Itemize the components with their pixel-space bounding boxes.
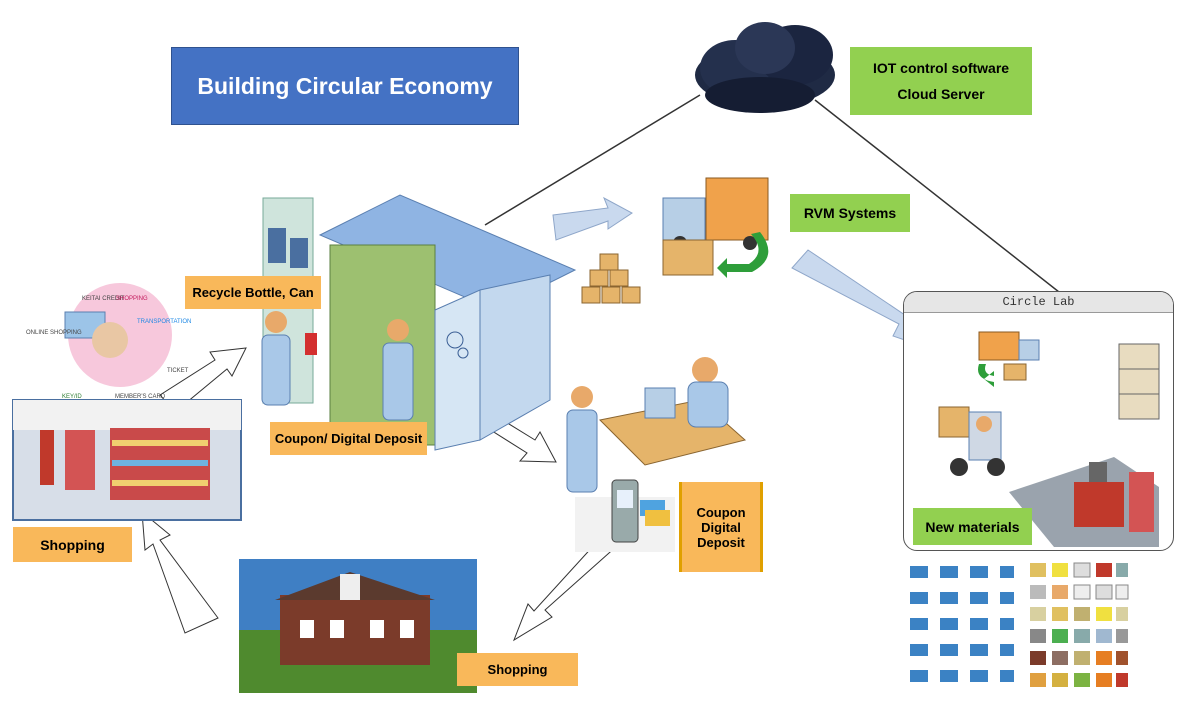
ring-label-transport: TRANSPORTATION	[137, 319, 191, 325]
iot-label-line2: Cloud Server	[897, 86, 985, 102]
payment-ring-illustration	[64, 283, 172, 387]
ring-label-ticket: TICKET	[167, 368, 189, 374]
electronics-icons-grid	[910, 566, 1014, 682]
arrow-to-supermarket	[141, 510, 219, 634]
arrow-to-truck	[552, 196, 633, 241]
ring-label-member: MEMBER'S CARD	[115, 394, 166, 400]
iot-cloud-label: IOT control software Cloud Server	[850, 47, 1032, 115]
person-at-kiosk-illustration	[382, 319, 414, 421]
circle-lab-illustrations	[938, 331, 1160, 547]
circle-lab-title: Circle Lab	[904, 292, 1173, 313]
server-icon	[1118, 343, 1160, 420]
new-materials-label: New materials	[913, 508, 1032, 545]
clothing-icons-grid	[1030, 562, 1129, 687]
diagram-title: Building Circular Economy	[171, 47, 519, 125]
shopping-label-bottom: Shopping	[457, 653, 578, 686]
new-materials-text: New materials	[925, 518, 1020, 535]
extruder-machine-icon	[1009, 457, 1159, 547]
shopping-left-text: Shopping	[40, 536, 105, 553]
phone-payment-illustration	[575, 479, 675, 552]
person-recycling-illustration	[261, 311, 317, 406]
coupon-line2: Digital	[701, 519, 741, 535]
coupon-desk-illustration	[566, 357, 747, 493]
boxes-illustration	[581, 253, 641, 304]
ring-label-keitai: KEITAI CREDIT	[82, 296, 125, 302]
ring-label-online: ONLINE SHOPPING	[26, 330, 82, 336]
coupon-line3: Deposit	[697, 534, 745, 550]
shopping-label-left: Shopping	[13, 527, 132, 562]
circle-lab-panel: Circle Lab	[903, 291, 1174, 551]
recycle-label-text: Recycle Bottle, Can	[192, 285, 314, 300]
house-photo	[239, 559, 477, 693]
ring-label-key: KEY/ID	[62, 394, 82, 400]
rvm-systems-label: RVM Systems	[790, 194, 910, 232]
cloud-icon	[695, 22, 835, 113]
truck-illustration	[662, 177, 769, 278]
supermarket-photo	[12, 399, 242, 521]
shopping-bottom-text: Shopping	[487, 662, 548, 677]
coupon-deposit-label: Coupon/ Digital Deposit	[270, 422, 427, 455]
forklift-icon	[938, 406, 1005, 476]
ring-label-shopping: SHOPPING	[116, 296, 148, 302]
coupon-line1: Coupon	[696, 504, 746, 520]
coupon-deposit-text: Coupon/ Digital Deposit	[274, 431, 423, 446]
lab-truck-icon	[978, 331, 1040, 387]
rvm-label-text: RVM Systems	[803, 205, 897, 221]
coupon-stacked-label: Coupon Digital Deposit	[679, 482, 763, 572]
rvm-kiosk-illustration	[262, 194, 577, 451]
recycle-label: Recycle Bottle, Can	[185, 276, 321, 309]
iot-label-line1: IOT control software	[872, 60, 1010, 76]
